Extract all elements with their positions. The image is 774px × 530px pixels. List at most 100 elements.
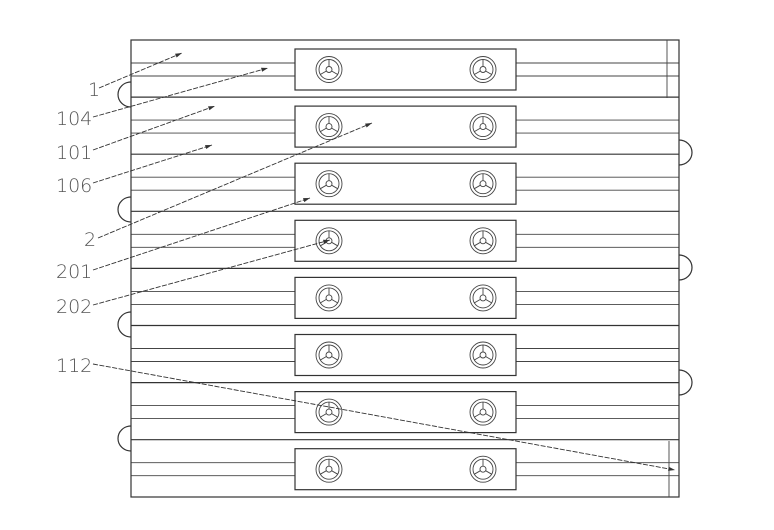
leader-112 [92,363,676,471]
outer-frame [130,39,680,498]
wheel-outer-ring [469,284,497,312]
wheel-spoke [474,127,481,132]
wheel-hub [479,294,487,302]
handwheel-icon [315,398,343,426]
plate-row [131,439,679,491]
handwheel-icon [315,113,343,141]
label-2: 2 [84,229,96,251]
reference-labels: 1 104 101 106 2 201 202 112 [56,79,100,377]
wheel-spoke [474,241,481,247]
handwheel-icon [315,284,343,312]
wheel-spoke [320,70,327,75]
left-hook [117,311,132,338]
right-hook [678,369,693,396]
arrowhead-icon [668,466,675,471]
plate [294,105,517,148]
arrowhead-icon [261,67,268,72]
wheel-spoke [474,299,481,304]
wheel-outer-ring [469,170,497,198]
wheel-hub [325,408,333,416]
wheel-spoke [331,127,338,132]
wheel-hub [325,123,333,131]
handwheel-icon [315,341,343,369]
wheel-outer-ring [315,341,343,369]
wheel-hub [325,294,333,302]
handwheel-icon [315,455,343,483]
wheel-spoke [485,184,492,190]
leader-106 [92,144,213,184]
handwheel-icon [315,227,343,255]
wheel-spoke [485,470,492,475]
plate [294,391,517,434]
handwheel-icon [469,56,497,83]
plate [294,162,517,205]
wheel-spoke [331,356,338,361]
plate-row [131,324,679,377]
handwheel-icon [469,284,497,312]
wheel-outer-ring [469,341,497,369]
wheel-outer-ring [315,398,343,426]
wheel-outer-ring [469,455,497,483]
right-hook [678,254,693,281]
arrowhead-icon [365,123,372,128]
leader-101 [92,105,216,151]
wheel-spoke [485,413,492,418]
wheel-outer-ring [469,398,497,426]
wheel-outer-ring [469,227,497,255]
wheel-spoke [485,70,492,75]
wheel-hub [325,351,333,359]
plate [294,333,517,377]
wheel-spoke [485,356,492,361]
wheel-spoke [331,470,338,475]
wheel-spoke [320,470,327,475]
wheel-spoke [331,70,338,75]
arrowhead-icon [205,145,212,150]
wheel-hub [479,465,487,473]
plate [294,276,517,319]
wheel-hub [479,123,487,131]
wheel-spoke [331,413,338,418]
label-101: 101 [56,142,92,164]
wheel-outer-ring [315,284,343,312]
plate [294,219,517,262]
arrowhead-icon [323,239,330,244]
wheel-spoke [474,184,481,190]
wheel-hub [325,180,333,188]
leader-lines [92,52,676,471]
wheel-hub [479,180,487,188]
label-106: 106 [56,175,92,197]
wheel-spoke [320,127,327,132]
leader-201 [92,197,311,271]
wheel-hub [479,408,487,416]
wheel-spoke [331,241,338,247]
wheel-spoke [485,299,492,304]
wheel-outer-ring [315,113,343,141]
wheel-spoke [320,184,327,190]
plate-row [131,48,679,91]
wheel-hub [325,465,333,473]
plate [294,448,517,491]
wheel-spoke [485,241,492,247]
plate-row [131,210,679,262]
wheel-spoke [485,127,492,132]
handwheel-icon [469,113,497,141]
handwheel-icon [469,170,497,198]
plate-rows [131,48,679,491]
left-hook [117,425,132,452]
plate [294,48,517,91]
label-112: 112 [56,355,92,377]
handwheel-icon [315,170,343,198]
wheel-spoke [320,356,327,361]
arrowhead-icon [175,53,182,58]
label-202: 202 [56,296,92,318]
wheel-hub [479,66,487,73]
wheel-outer-ring [315,455,343,483]
wheel-spoke [331,184,338,190]
wheel-outer-ring [315,227,343,255]
plate-row [131,382,679,434]
handwheel-icon [469,227,497,255]
arrowhead-icon [303,198,310,203]
wheel-spoke [474,470,481,475]
wheel-outer-ring [469,56,497,83]
wheel-hub [479,237,487,245]
